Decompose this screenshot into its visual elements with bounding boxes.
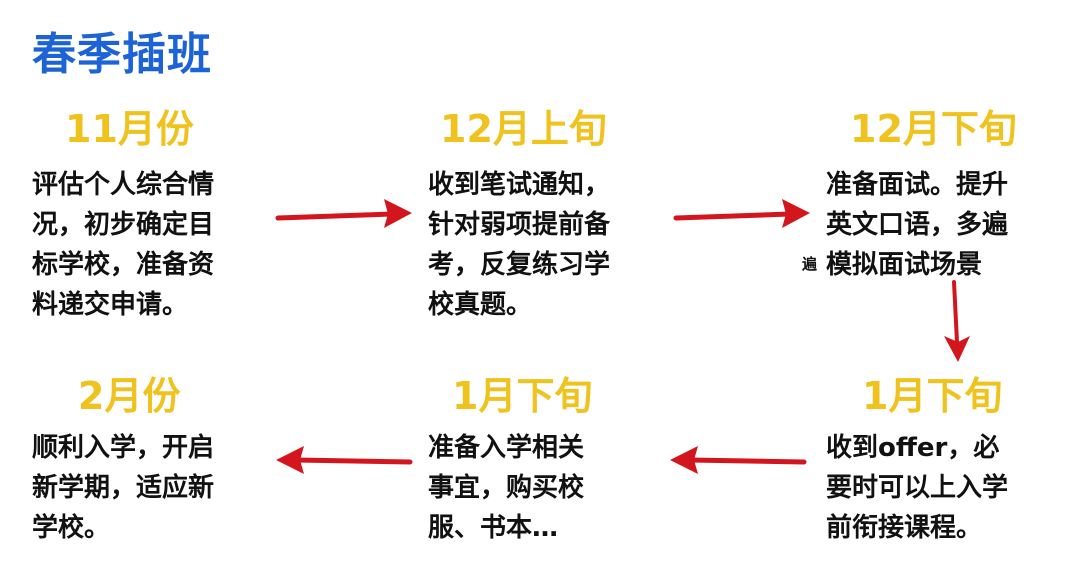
text-line: 要时可以上入学 bbox=[826, 473, 1009, 503]
step-3-text: 准备面试。提升 英文口语，多遍 模拟面试场景 bbox=[826, 165, 1076, 285]
text-line: 学校。 bbox=[32, 513, 111, 543]
text-line: 英文口语，多遍 bbox=[826, 210, 1009, 240]
text-line: 料递交申请。 bbox=[32, 290, 189, 320]
step-1-heading: 11月份 bbox=[65, 107, 194, 151]
step-3-heading: 12月下旬 bbox=[850, 107, 1017, 151]
text-line: 事宜，购买校 bbox=[428, 473, 585, 503]
arrow-down-icon bbox=[944, 280, 970, 362]
step-5-heading: 1月下旬 bbox=[452, 374, 593, 418]
arrow-left-icon bbox=[276, 446, 413, 474]
text-line: 新学期，适应新 bbox=[32, 473, 215, 503]
text-line: 准备入学相关 bbox=[428, 433, 585, 463]
text-line: 针对弱项提前备 bbox=[428, 210, 611, 240]
step-2-text: 收到笔试通知， 针对弱项提前备 考，反复练习学 校真题。 bbox=[428, 165, 678, 325]
page-title: 春季插班 bbox=[32, 29, 212, 80]
step-1-text: 评估个人综合情 况，初步确定目 标学校，准备资 料递交申请。 bbox=[32, 165, 282, 325]
arrow-left-icon bbox=[670, 446, 807, 474]
text-line: 收到笔试通知， bbox=[428, 170, 611, 200]
step-6-heading: 2月份 bbox=[78, 374, 181, 418]
text-line: 模拟面试场景 bbox=[826, 250, 983, 280]
step-2-heading: 12月上旬 bbox=[440, 107, 607, 151]
step-6-text: 顺利入学，开启 新学期，适应新 学校。 bbox=[32, 428, 282, 548]
arrow-right-icon bbox=[275, 199, 412, 228]
text-line: 校真题。 bbox=[428, 290, 533, 320]
text-line: 况，初步确定目 bbox=[32, 210, 215, 240]
text-line: 评估个人综合情 bbox=[32, 170, 215, 200]
text-line: 准备面试。提升 bbox=[826, 170, 1009, 200]
text-line: 顺利入学，开启 bbox=[32, 433, 215, 463]
text-line: 前衔接课程。 bbox=[826, 513, 983, 543]
stray-character: 遍 bbox=[802, 255, 818, 273]
text-line: 考，反复练习学 bbox=[428, 250, 611, 280]
text-line: 服、书本… bbox=[428, 513, 559, 543]
step-4-text: 收到offer，必 要时可以上入学 前衔接课程。 bbox=[826, 428, 1076, 548]
text-line: 标学校，准备资 bbox=[32, 250, 215, 280]
step-5-text: 准备入学相关 事宜，购买校 服、书本… bbox=[428, 428, 678, 548]
arrow-right-icon bbox=[673, 199, 810, 228]
text-line: 收到offer，必 bbox=[826, 433, 1000, 463]
step-4-heading: 1月下旬 bbox=[862, 374, 1003, 418]
